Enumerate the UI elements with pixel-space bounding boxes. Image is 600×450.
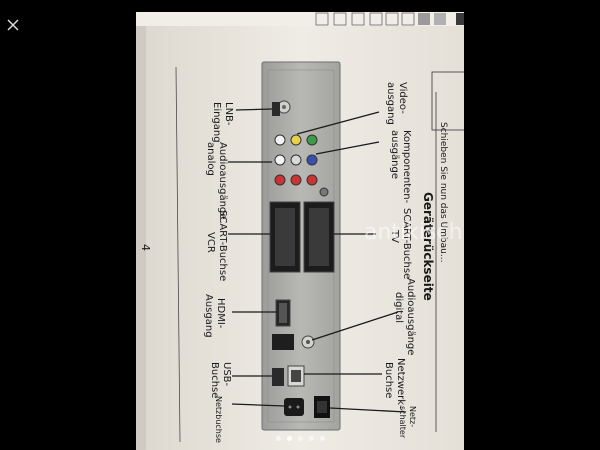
page-heading: Geräterückseite	[421, 192, 435, 301]
pager-dot[interactable]	[275, 436, 281, 441]
callout-audio-digital-2: digital	[393, 292, 404, 323]
callout-component-2: ausgänge	[389, 130, 400, 179]
callout-scart-vcr-2: VCR	[205, 232, 216, 253]
callout-audio-analog-2: analog	[205, 142, 216, 176]
callout-usb-2: Buchse	[209, 362, 220, 398]
callout-power-socket: Netzbuchse	[214, 396, 223, 443]
callout-network-1: Netzwerk-	[395, 358, 406, 409]
pager-dot-active[interactable]	[286, 436, 292, 441]
pager-dot[interactable]	[319, 436, 325, 441]
callout-audio-analog-1: Audioausgänge	[217, 142, 228, 219]
page-number: 4	[139, 244, 152, 251]
callout-network-2: Buchse	[383, 362, 394, 398]
pager-dot[interactable]	[297, 436, 303, 441]
callout-component-1: Komponenten-	[401, 130, 412, 204]
callout-scart-tv-2: TV	[389, 229, 400, 243]
close-icon	[7, 19, 19, 31]
device-rear-panel	[261, 61, 341, 431]
callout-hdmi-2: Ausgang	[203, 294, 214, 338]
close-button[interactable]	[4, 16, 22, 34]
manual-photo: Schieben Sie nun das Umbau...	[136, 12, 464, 450]
callout-usb-1: USB-	[221, 362, 232, 387]
callout-lnb-1: LNB-	[223, 102, 234, 126]
callout-hdmi-1: HDMI-	[215, 298, 226, 329]
pager-dot[interactable]	[308, 436, 314, 441]
callout-power-switch-2: schalter	[398, 406, 407, 439]
callout-video-out-1: Video-	[397, 82, 408, 114]
watermark: antikisch	[364, 220, 463, 245]
callout-scart-vcr-1: SCART-Buchse	[217, 210, 228, 281]
intro-text: Schieben Sie nun das Umbau...	[438, 122, 448, 262]
callout-audio-digital-1: Audioausgänge	[405, 278, 416, 355]
manual-photo-svg: Schieben Sie nun das Umbau...	[136, 12, 464, 450]
callout-video-out-2: ausgang	[385, 82, 396, 125]
callout-scart-tv-1: SCART-Buchse	[401, 208, 412, 279]
callout-power-switch-1: Netz-	[408, 406, 417, 427]
image-pager	[136, 436, 464, 441]
callout-lnb-2: Eingang	[211, 102, 222, 143]
